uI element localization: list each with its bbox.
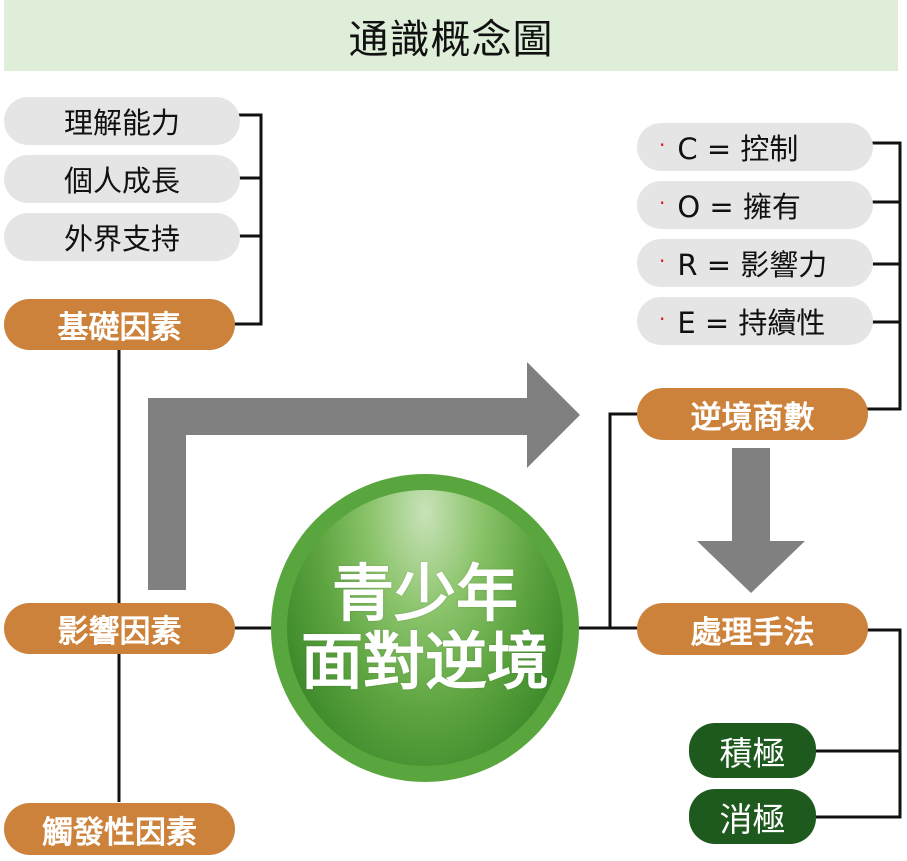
title-bar: 通識概念圖 bbox=[4, 0, 898, 71]
aq-node: 逆境商數 bbox=[637, 388, 868, 440]
central-topic-line2: 面對逆境 bbox=[300, 625, 549, 698]
basic-subitem-label: 外界支持 bbox=[63, 222, 180, 256]
bullet-icon: · bbox=[659, 133, 666, 157]
negative-approach-label: 消極 bbox=[719, 799, 786, 839]
basic-subitem: 外界支持 bbox=[4, 213, 240, 261]
connector-handling-bracket bbox=[816, 628, 902, 819]
bullet-icon: · bbox=[659, 307, 666, 331]
bullet-icon: · bbox=[659, 191, 666, 215]
central-topic-node: 青少年 面對逆境 bbox=[271, 474, 579, 782]
handling-label: 處理手法 bbox=[690, 614, 815, 651]
central-topic-text: 青少年 面對逆境 bbox=[271, 474, 579, 782]
connector-right-spine bbox=[608, 412, 638, 628]
influence-factor-node: 影響因素 bbox=[4, 603, 235, 654]
negative-approach-node: 消極 bbox=[689, 789, 816, 844]
handling-node: 處理手法 bbox=[637, 603, 868, 655]
core-item-label: C = 控制 bbox=[677, 132, 799, 166]
positive-approach-node: 積極 bbox=[689, 723, 816, 778]
basic-factor-label: 基礎因素 bbox=[57, 310, 182, 346]
core-item: · C = 控制 bbox=[637, 123, 873, 171]
core-item-label: O = 擁有 bbox=[677, 190, 801, 224]
basic-subitem-label: 個人成長 bbox=[63, 164, 180, 198]
core-item: · E = 持續性 bbox=[637, 297, 873, 345]
diagram-title: 通識概念圖 bbox=[348, 16, 554, 63]
influence-factor-label: 影響因素 bbox=[57, 614, 182, 650]
positive-approach-label: 積極 bbox=[719, 733, 786, 773]
basic-subitem-label: 理解能力 bbox=[63, 106, 180, 140]
central-topic-line1: 青少年 bbox=[331, 557, 518, 630]
trigger-factor-label: 觸發性因素 bbox=[42, 814, 197, 851]
basic-subitem: 個人成長 bbox=[4, 155, 240, 203]
trigger-factor-node: 觸發性因素 bbox=[4, 803, 235, 855]
connector-basic-bracket bbox=[234, 113, 263, 326]
core-item-label: E = 持續性 bbox=[677, 306, 826, 340]
basic-factor-node: 基礎因素 bbox=[4, 299, 235, 350]
central-topic-highlight bbox=[287, 490, 563, 766]
bullet-icon: · bbox=[659, 249, 666, 273]
l-arrow-icon bbox=[148, 362, 580, 590]
connector-core-bracket bbox=[866, 141, 902, 411]
down-arrow-icon bbox=[697, 448, 805, 593]
core-item: · O = 擁有 bbox=[637, 181, 873, 229]
basic-subitem: 理解能力 bbox=[4, 97, 240, 145]
core-item-label: R = 影響力 bbox=[677, 248, 828, 282]
core-item: · R = 影響力 bbox=[637, 239, 873, 287]
aq-label: 逆境商數 bbox=[690, 399, 815, 436]
